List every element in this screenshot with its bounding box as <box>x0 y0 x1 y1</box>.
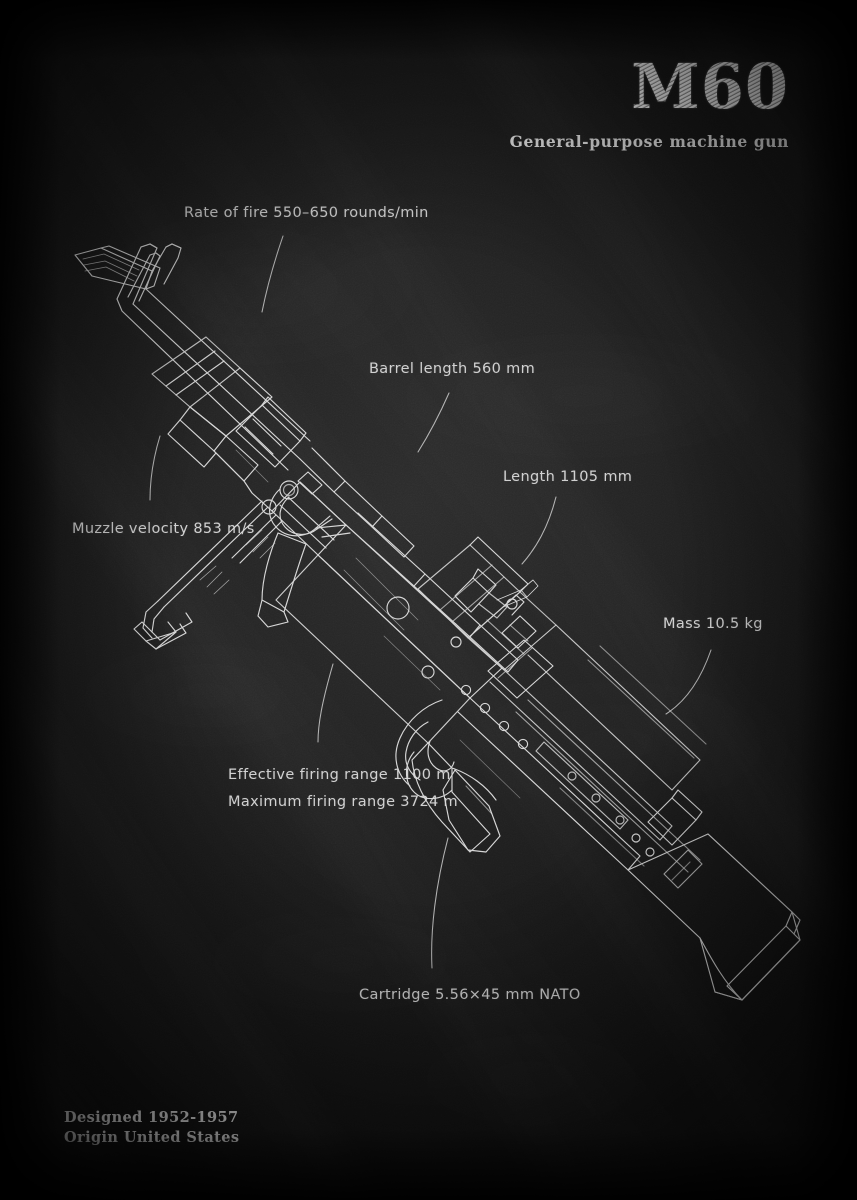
chalkboard-poster: M60 General-purpose machine gun Rate of … <box>0 0 857 1200</box>
background-vignette <box>0 0 857 1200</box>
